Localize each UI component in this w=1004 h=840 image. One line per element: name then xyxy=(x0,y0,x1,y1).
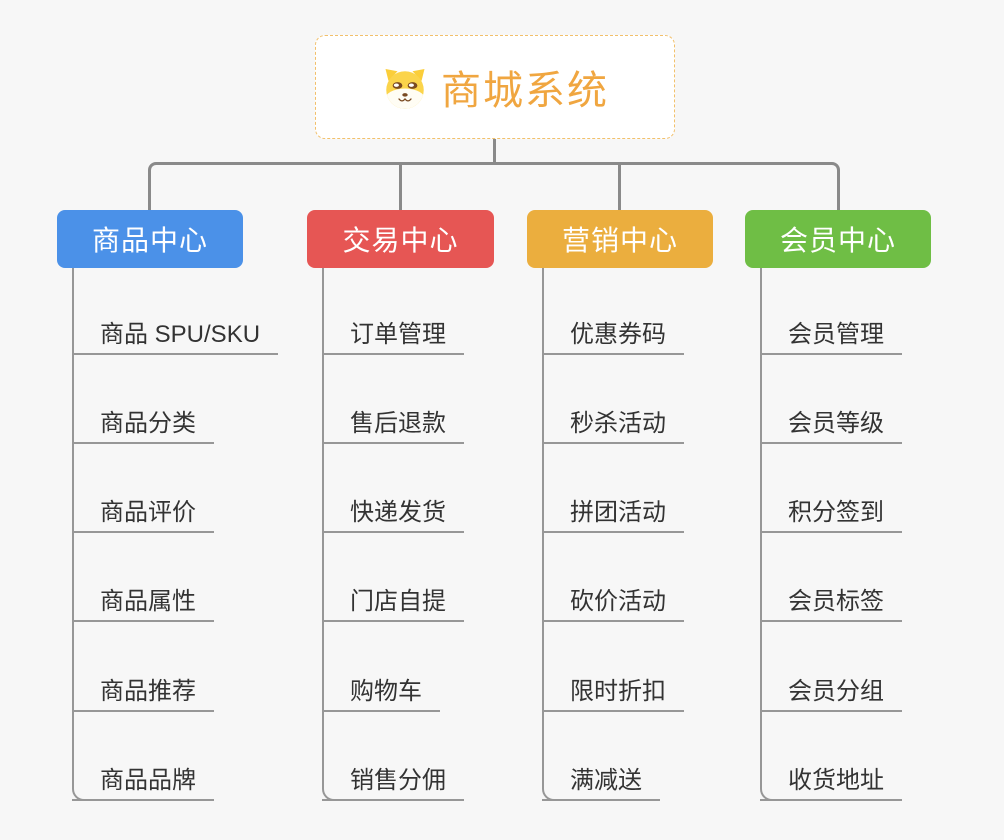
leaf-node[interactable]: 快递发货 xyxy=(322,489,464,533)
leaf-node[interactable]: 拼团活动 xyxy=(542,489,684,533)
connector-elbow-right xyxy=(493,162,840,210)
leaf-node[interactable]: 商品分类 xyxy=(72,400,214,444)
root-node-mall-system[interactable]: 商城系统 xyxy=(315,35,675,139)
connector-drop-marketing xyxy=(618,162,621,210)
leaf-node[interactable]: 商品评价 xyxy=(72,489,214,533)
leaf-node[interactable]: 满减送 xyxy=(542,757,660,801)
dog-face-icon xyxy=(385,69,425,109)
leaf-node[interactable]: 门店自提 xyxy=(322,578,464,622)
connector-drop-trade xyxy=(399,162,402,210)
branch-member-center: 会员中心 会员管理 会员等级 积分签到 会员标签 会员分组 收货地址 xyxy=(745,210,995,820)
leaf-node[interactable]: 砍价活动 xyxy=(542,578,684,622)
connector-elbow-left xyxy=(148,162,493,210)
leaf-node[interactable]: 订单管理 xyxy=(322,311,464,355)
leaf-node[interactable]: 会员分组 xyxy=(760,668,902,712)
leaf-node[interactable]: 限时折扣 xyxy=(542,668,684,712)
leaf-node[interactable]: 商品 SPU/SKU xyxy=(72,311,279,355)
branch-product-center: 商品中心 商品 SPU/SKU 商品分类 商品评价 商品属性 商品推荐 商品品牌 xyxy=(57,210,307,820)
leaf-node[interactable]: 会员等级 xyxy=(760,400,902,444)
leaf-node[interactable]: 秒杀活动 xyxy=(542,400,684,444)
branch-header-product-center[interactable]: 商品中心 xyxy=(57,210,243,268)
leaf-node[interactable]: 售后退款 xyxy=(322,400,464,444)
root-title: 商城系统 xyxy=(441,69,609,113)
branch-header-trade-center[interactable]: 交易中心 xyxy=(307,210,494,268)
branch-marketing-center: 营销中心 优惠券码 秒杀活动 拼团活动 砍价活动 限时折扣 满减送 xyxy=(527,210,777,820)
leaf-node[interactable]: 商品推荐 xyxy=(72,668,214,712)
branch-header-member-center[interactable]: 会员中心 xyxy=(745,210,931,268)
branch-header-marketing-center[interactable]: 营销中心 xyxy=(527,210,713,268)
leaf-node[interactable]: 会员标签 xyxy=(760,578,902,622)
leaf-node[interactable]: 优惠券码 xyxy=(542,311,684,355)
leaf-node[interactable]: 购物车 xyxy=(322,668,440,712)
leaf-node[interactable]: 收货地址 xyxy=(760,757,902,801)
leaf-node[interactable]: 商品属性 xyxy=(72,578,214,622)
leaf-node[interactable]: 积分签到 xyxy=(760,489,902,533)
leaf-node[interactable]: 销售分佣 xyxy=(322,757,464,801)
connector-root-stem xyxy=(493,139,496,165)
leaf-node[interactable]: 商品品牌 xyxy=(72,757,214,801)
branch-trade-center: 交易中心 订单管理 售后退款 快递发货 门店自提 购物车 销售分佣 xyxy=(307,210,557,820)
leaf-node[interactable]: 会员管理 xyxy=(760,311,902,355)
